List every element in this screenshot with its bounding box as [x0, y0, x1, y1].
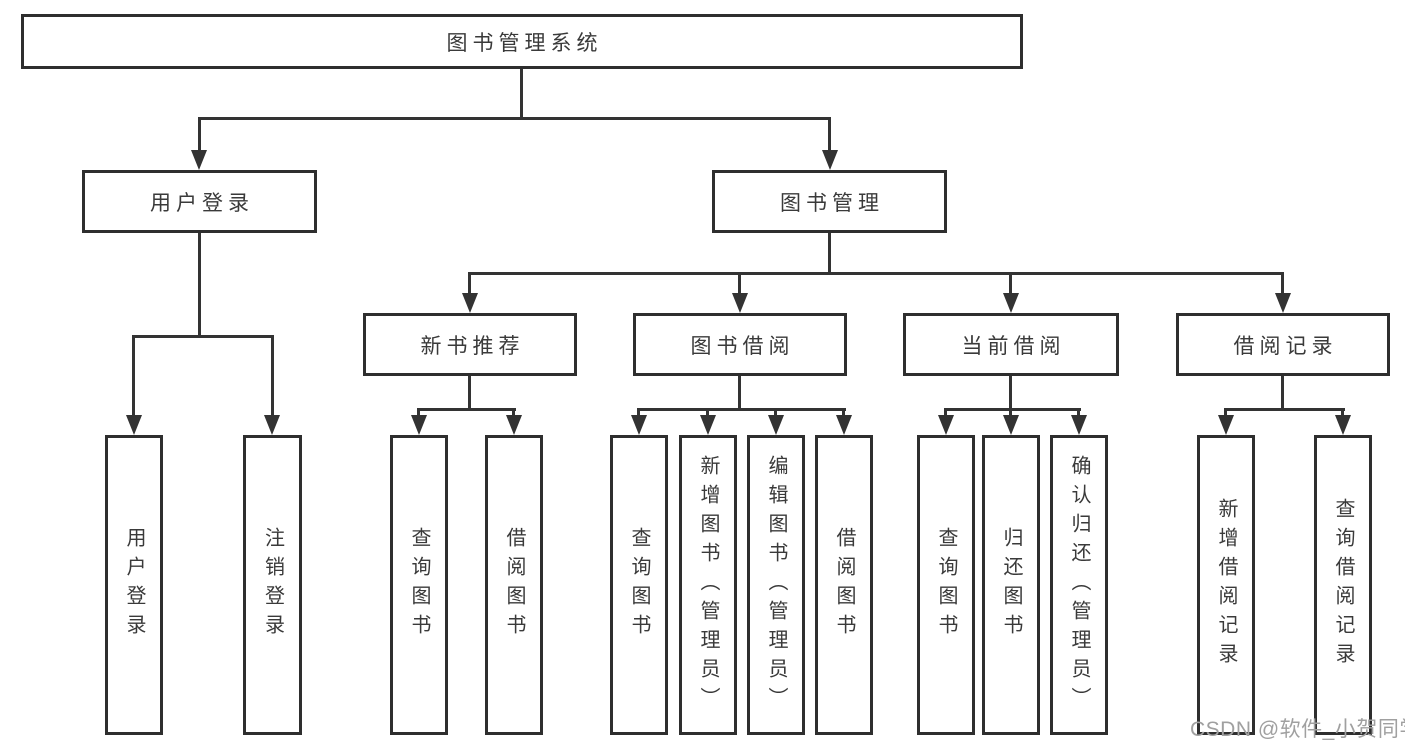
connector-hline [944, 408, 1081, 411]
connector-vline [637, 408, 640, 418]
arrow-down-icon [1335, 415, 1351, 435]
leaf-return-books-label: 归还图书 [1000, 527, 1022, 643]
leaf-edit-book-admin: 编辑图书（管理员） [747, 435, 805, 735]
watermark: CSDN @软件_小贺同学 [1190, 718, 1405, 741]
arrow-down-icon [191, 150, 207, 170]
arrow-down-icon [700, 415, 716, 435]
arrow-down-icon [1003, 293, 1019, 313]
leaf-query-borrow-record: 查询借阅记录 [1314, 435, 1372, 735]
leaf-query-books-recommend: 查询图书 [390, 435, 448, 735]
connector-hline [417, 408, 516, 411]
connector-vline [198, 233, 201, 335]
connector-vline [842, 408, 845, 418]
node-user-login-label: 用户登录 [150, 191, 254, 215]
leaf-add-borrow-record-label: 新增借阅记录 [1215, 498, 1237, 672]
node-user-login: 用户登录 [82, 170, 317, 233]
arrow-down-icon [1003, 415, 1019, 435]
arrow-down-icon [126, 415, 142, 435]
node-book-borrow: 图书借阅 [633, 313, 847, 376]
arrow-down-icon [822, 150, 838, 170]
leaf-return-books: 归还图书 [982, 435, 1040, 735]
node-book-borrow-label: 图书借阅 [690, 334, 795, 358]
node-root-label: 图书管理系统 [446, 31, 603, 55]
connector-vline [1341, 408, 1344, 418]
arrow-down-icon [1275, 293, 1291, 313]
connector-vline [198, 117, 201, 152]
leaf-query-books-current: 查询图书 [917, 435, 975, 735]
leaf-borrow-books-recommend-label: 借阅图书 [503, 527, 525, 643]
connector-vline [512, 408, 515, 418]
arrow-down-icon [506, 415, 522, 435]
connector-vline [1009, 376, 1012, 410]
leaf-user-login: 用户登录 [105, 435, 163, 735]
node-book-management-label: 图书管理 [780, 191, 884, 215]
arrow-down-icon [264, 415, 280, 435]
arrow-down-icon [462, 293, 478, 313]
leaf-query-books-borrow: 查询图书 [610, 435, 668, 735]
connector-vline [1077, 408, 1080, 418]
leaf-borrow-books-recommend: 借阅图书 [485, 435, 543, 735]
arrow-down-icon [768, 415, 784, 435]
leaf-query-books-recommend-label: 查询图书 [408, 527, 430, 643]
leaf-query-books-current-label: 查询图书 [935, 527, 957, 643]
arrow-down-icon [631, 415, 647, 435]
connector-vline [468, 272, 471, 295]
connector-vline [1281, 272, 1284, 295]
connector-vline [1224, 408, 1227, 418]
node-root: 图书管理系统 [21, 14, 1023, 69]
leaf-query-books-borrow-label: 查询图书 [628, 527, 650, 643]
connector-vline [706, 408, 709, 418]
connector-vline [738, 272, 741, 295]
connector-vline [417, 408, 420, 418]
connector-vline [1009, 272, 1012, 295]
leaf-borrow-books: 借阅图书 [815, 435, 873, 735]
node-current-borrow-label: 当前借阅 [961, 334, 1066, 358]
leaf-add-borrow-record: 新增借阅记录 [1197, 435, 1255, 735]
connector-vline [520, 69, 523, 117]
leaf-confirm-return-admin: 确认归还（管理员） [1050, 435, 1108, 735]
connector-vline [271, 335, 274, 417]
connector-vline [1009, 408, 1012, 418]
arrow-down-icon [938, 415, 954, 435]
node-borrow-records: 借阅记录 [1176, 313, 1390, 376]
connector-vline [1281, 376, 1284, 410]
leaf-user-login-label: 用户登录 [123, 527, 145, 643]
leaf-add-book-admin-label: 新增图书（管理员） [697, 454, 719, 716]
node-new-book-recommend-label: 新书推荐 [420, 334, 525, 358]
leaf-query-borrow-record-label: 查询借阅记录 [1332, 498, 1354, 672]
node-book-management: 图书管理 [712, 170, 947, 233]
connector-vline [944, 408, 947, 418]
node-new-book-recommend: 新书推荐 [363, 313, 577, 376]
connector-vline [468, 376, 471, 410]
leaf-logout-label: 注销登录 [261, 527, 284, 643]
leaf-confirm-return-admin-label: 确认归还（管理员） [1068, 454, 1090, 716]
node-borrow-records-label: 借阅记录 [1233, 334, 1338, 358]
arrow-down-icon [732, 293, 748, 313]
node-current-borrow: 当前借阅 [903, 313, 1119, 376]
connector-hline [198, 117, 830, 120]
connector-vline [828, 233, 831, 274]
connector-hline [637, 408, 846, 411]
connector-hline [132, 335, 274, 338]
arrow-down-icon [1218, 415, 1234, 435]
connector-vline [828, 117, 831, 152]
connector-hline [1224, 408, 1345, 411]
leaf-borrow-books-label: 借阅图书 [833, 527, 855, 643]
connector-vline [738, 376, 741, 410]
leaf-edit-book-admin-label: 编辑图书（管理员） [765, 454, 787, 716]
arrow-down-icon [411, 415, 427, 435]
arrow-down-icon [836, 415, 852, 435]
leaf-logout: 注销登录 [243, 435, 302, 735]
connector-vline [132, 335, 135, 417]
connector-vline [774, 408, 777, 418]
arrow-down-icon [1071, 415, 1087, 435]
leaf-add-book-admin: 新增图书（管理员） [679, 435, 737, 735]
connector-hline [468, 272, 1284, 275]
